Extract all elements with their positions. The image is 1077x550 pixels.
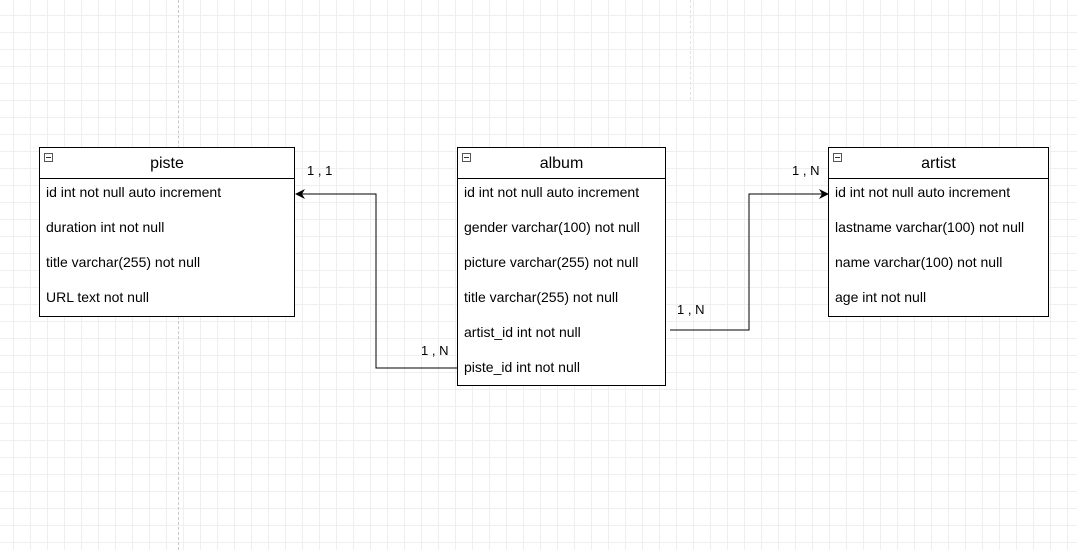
edge-album-to-piste[interactable] [295,189,457,369]
entity-header[interactable]: piste [40,148,294,179]
cardinality-label: 1 , 1 [307,163,333,178]
field-row[interactable]: id int not null auto increment [464,184,640,200]
cardinality-label: 1 , N [792,163,820,178]
entity-title: artist [921,155,956,172]
cardinality-label: 1 , N [421,343,449,358]
collapse-icon[interactable] [833,153,842,162]
entity-piste[interactable]: piste id int not null auto increment dur… [39,147,295,317]
field-row[interactable]: gender varchar(100) not null [464,219,640,235]
edge-album-to-artist[interactable] [670,189,829,331]
entity-header[interactable]: artist [829,148,1048,179]
field-row[interactable]: age int not null [835,289,927,305]
field-row[interactable]: name varchar(100) not null [835,254,1003,270]
field-row[interactable]: title varchar(255) not null [46,254,201,270]
field-row[interactable]: artist_id int not null [464,324,581,340]
field-row[interactable]: id int not null auto increment [835,184,1011,200]
field-row[interactable]: title varchar(255) not null [464,289,619,305]
entity-artist[interactable]: artist id int not null auto increment la… [828,147,1049,317]
page-break-guide [690,0,691,100]
collapse-icon[interactable] [462,153,471,162]
field-row[interactable]: lastname varchar(100) not null [835,219,1025,235]
field-row[interactable]: duration int not null [46,219,165,235]
cardinality-label: 1 , N [677,302,705,317]
field-row[interactable]: URL text not null [46,289,149,305]
entity-title: piste [150,155,184,172]
collapse-icon[interactable] [44,153,53,162]
field-row[interactable]: picture varchar(255) not null [464,254,639,270]
field-row[interactable]: piste_id int not null [464,359,580,375]
entity-header[interactable]: album [458,148,665,179]
field-row[interactable]: id int not null auto increment [46,184,222,200]
entity-album[interactable]: album id int not null auto increment gen… [457,147,666,386]
entity-title: album [539,155,584,172]
